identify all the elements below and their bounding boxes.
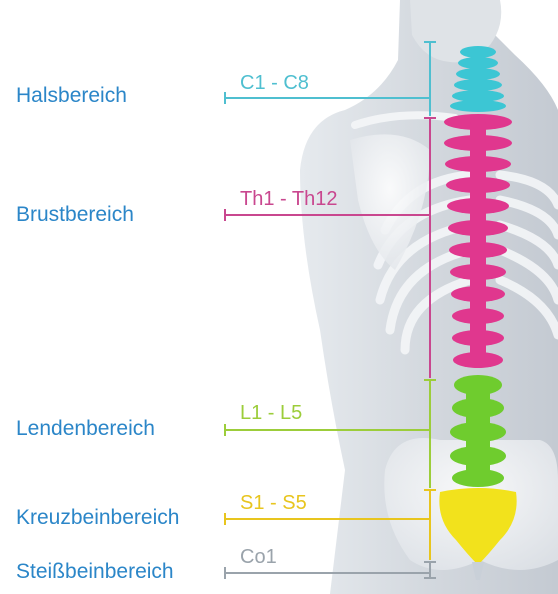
- code-label-cervical: C1 - C8: [240, 72, 309, 95]
- leader-line-coccygeal: [224, 572, 430, 574]
- leader-line-lumbar: [224, 429, 430, 431]
- region-label-thoracic: Brustbereich: [16, 203, 134, 227]
- region-label-lumbar: Lendenbereich: [16, 417, 155, 441]
- leader-line-cervical: [224, 97, 430, 99]
- leader-line-thoracic: [224, 214, 430, 216]
- code-label-sacral: S1 - S5: [240, 492, 307, 515]
- code-label-thoracic: Th1 - Th12: [240, 188, 337, 211]
- region-label-cervical: Halsbereich: [16, 84, 127, 108]
- code-label-lumbar: L1 - L5: [240, 402, 302, 425]
- region-label-sacral: Kreuzbeinbereich: [16, 506, 179, 530]
- code-label-coccygeal: Co1: [240, 546, 277, 569]
- leader-line-sacral: [224, 518, 430, 520]
- region-label-coccygeal: Steißbeinbereich: [16, 560, 174, 584]
